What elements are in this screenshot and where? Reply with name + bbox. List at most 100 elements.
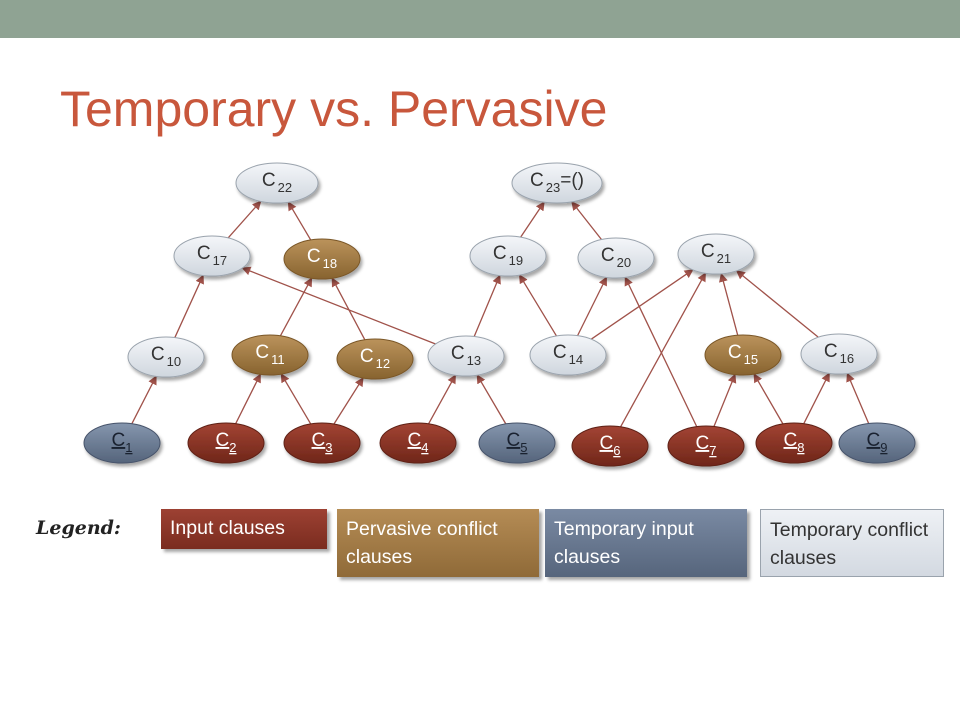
clause-subscript: 10	[167, 354, 181, 369]
clause-node-shape	[283, 238, 361, 280]
clause-node-shape	[379, 422, 457, 464]
clause-node-c6: C6	[571, 425, 649, 467]
clause-node-shape	[283, 422, 361, 464]
clause-suffix: =()	[560, 170, 584, 191]
clause-node-label: C7	[696, 433, 717, 458]
clause-node-shape	[127, 336, 205, 378]
clause-node-label: C1	[112, 430, 133, 455]
clause-node-c4: C4	[379, 422, 457, 464]
clause-base: C	[696, 433, 710, 454]
edge-c7-to-c20	[624, 276, 698, 427]
edge-c14-to-c21	[590, 269, 694, 340]
edge-c12-to-c18	[331, 277, 366, 341]
legend-label: Legend:	[36, 517, 121, 539]
top-bar	[0, 0, 960, 38]
clause-base: C	[408, 430, 422, 451]
edge-c15-to-c21	[719, 272, 739, 336]
clause-node-shape	[571, 425, 649, 467]
clause-node-shape	[187, 422, 265, 464]
clause-subscript: 3	[325, 440, 332, 455]
legend-temporary-input-clauses: Temporary input clauses	[545, 509, 747, 577]
clause-base: C	[600, 433, 614, 454]
clause-subscript: 9	[880, 440, 887, 455]
clause-subscript: 15	[744, 352, 758, 367]
clause-node-shape	[838, 422, 916, 464]
clause-base: C	[728, 342, 742, 363]
edge-c19-to-c23	[520, 201, 545, 238]
clause-base: C	[312, 430, 326, 451]
clause-node-shape	[83, 422, 161, 464]
clause-base: C	[867, 430, 881, 451]
clause-base: C	[307, 246, 321, 267]
edge-c8-to-c15	[753, 373, 784, 425]
clause-base: C	[553, 342, 567, 363]
clause-node-shape	[800, 333, 878, 375]
clause-base: C	[493, 243, 507, 264]
edge-c8-to-c16	[803, 372, 830, 424]
clause-node-shape	[469, 235, 547, 277]
clause-base: C	[360, 346, 374, 367]
edge-layer	[131, 200, 870, 428]
clause-node-label: C8	[784, 430, 805, 455]
clause-subscript: 8	[797, 440, 804, 455]
clause-subscript: 19	[509, 253, 523, 268]
edge-c18-to-c22	[287, 201, 312, 241]
edge-c11-to-c18	[279, 277, 313, 337]
clause-node-c2: C2	[187, 422, 265, 464]
clause-node-shape	[511, 162, 603, 204]
edge-c16-to-c21	[735, 270, 819, 338]
clause-base: C	[262, 170, 276, 191]
edge-c20-to-c23	[571, 201, 602, 240]
clause-node-c9: C9	[838, 422, 916, 464]
edge-c14-to-c19	[518, 274, 558, 337]
clause-node-shape	[427, 335, 505, 377]
clause-node-shape	[173, 235, 251, 277]
legend-temporary-conflict-clauses: Temporary conflict clauses	[760, 509, 944, 577]
clause-subscript: 18	[323, 256, 337, 271]
clause-subscript: 2	[229, 440, 236, 455]
clause-base: C	[824, 341, 838, 362]
clause-node-label: C9	[867, 430, 888, 455]
clause-subscript: 7	[709, 443, 716, 458]
edge-c13-to-c17	[241, 266, 436, 345]
legend-input-clauses: Input clauses	[161, 509, 327, 549]
clause-node-c3: C3	[283, 422, 361, 464]
clause-base: C	[151, 344, 165, 365]
clause-base: C	[601, 245, 615, 266]
clause-subscript: 17	[213, 253, 227, 268]
clause-subscript: 23	[546, 180, 560, 195]
clause-node-shape	[667, 425, 745, 467]
clause-subscript: 21	[717, 251, 731, 266]
clause-subscript: 5	[520, 440, 527, 455]
clause-node-shape	[677, 233, 755, 275]
clause-subscript: 14	[569, 352, 583, 367]
clause-base: C	[784, 430, 798, 451]
clause-subscript: 4	[421, 440, 428, 455]
slide-title: Temporary vs. Pervasive	[60, 81, 608, 137]
